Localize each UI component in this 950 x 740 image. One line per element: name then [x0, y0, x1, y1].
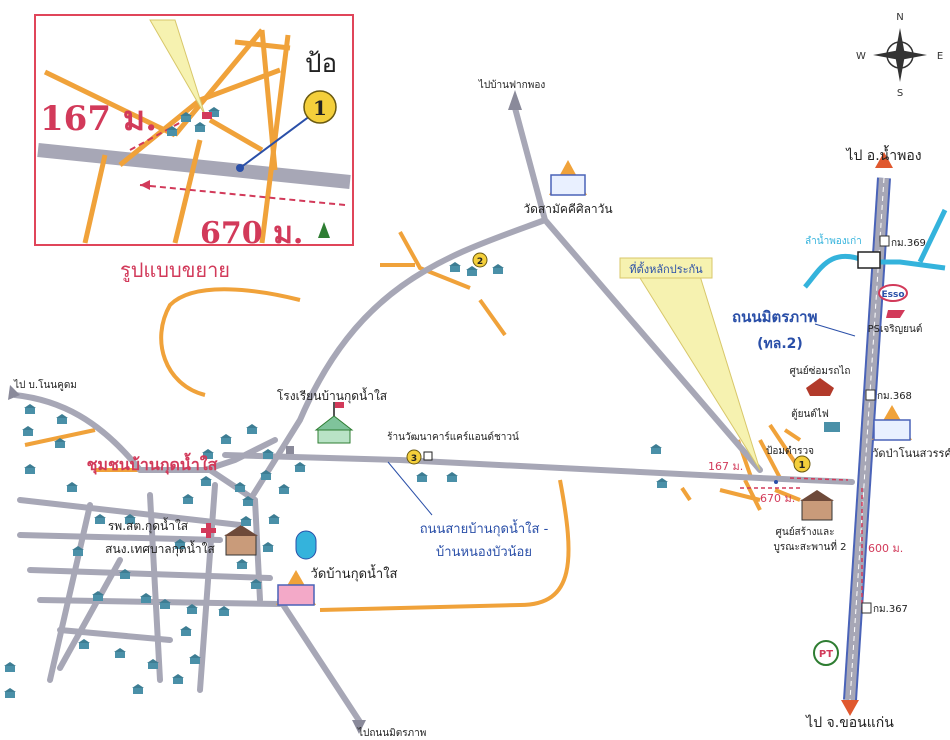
hospital-icon	[201, 523, 216, 538]
label-rebuild-center-1: ศูนย์สร้างและ	[776, 526, 835, 538]
arrow-non-muang-icon	[8, 385, 20, 400]
phone-booth-icon	[824, 422, 840, 432]
label-canal: ลำน้ำพองเก่า	[805, 233, 862, 247]
label-police-box: ป้อมตำรวจ	[766, 445, 814, 457]
municipality-icon	[224, 525, 258, 556]
label-municipality: สนง.เทศบาลกุดน้ำใส	[105, 540, 215, 557]
compass-south: S	[897, 88, 903, 99]
km367-icon	[861, 602, 872, 614]
label-wat-kud: วัดบ้านกุดน้ำใส	[311, 564, 398, 582]
tree-icon	[318, 222, 330, 238]
label-km367: กม.367	[873, 604, 908, 615]
temple-pa-icon	[872, 405, 912, 441]
label-km368: กม.368	[877, 391, 912, 402]
esso-logo: Esso	[878, 284, 908, 302]
inset-marker	[303, 90, 337, 124]
label-mittraphap: ถนนมิตรภาพ	[732, 308, 818, 326]
label-school: โรงเรียนบ้านกุดน้ำใส	[277, 387, 388, 404]
marker-2: 2	[472, 252, 488, 268]
map-labels: ไป อ.น้ำพอง ไป จ.ขอนแก่น ไปบ้านฟากพอง ไป…	[13, 79, 950, 739]
svg-text:2: 2	[477, 257, 483, 267]
svg-text:3: 3	[411, 454, 417, 464]
label-ps-shop: PSเจริญยนต์	[868, 323, 923, 335]
svg-text:Esso: Esso	[881, 290, 904, 300]
rebuild-center-icon	[800, 490, 834, 521]
label-wat-pa: วัดป่าโนนสวรรค์	[872, 446, 950, 460]
label-rebuild-center-2: บูรณะสะพานที่ 2	[773, 539, 846, 553]
pole-callout	[639, 275, 761, 471]
school-icon	[314, 402, 354, 444]
arrow-north-icon	[875, 152, 893, 168]
temple-sa-icon	[549, 160, 587, 196]
marker-3: 3	[406, 449, 422, 465]
label-service-center: ศูนย์ซ่อมรถไถ	[790, 365, 851, 377]
label-shop: ร้านวัฒนาคาร์แคร์แอนด์ชาวน์	[387, 431, 519, 443]
marker-1: 1	[793, 455, 811, 473]
inset-panel: 1 167 ม. 670 ม. ป้อ	[34, 14, 354, 251]
compass-east: E	[937, 51, 943, 62]
arrow-mittraphap-icon	[352, 720, 366, 734]
compass-north: N	[896, 12, 903, 23]
label-local-road-1: ถนนสายบ้านกุดน้ำใส -	[420, 519, 549, 537]
distance-670: 670 ม.	[760, 492, 795, 505]
distance-167: 167 ม.	[708, 460, 743, 473]
inset-marker-number: 1	[313, 96, 327, 120]
label-local-road-2: บ้านหนองบัวน้อย	[436, 545, 532, 560]
arrow-south-icon	[841, 700, 859, 716]
pond-icon	[295, 530, 317, 560]
pole-location-label: ที่ตั้งหลักประกัน	[629, 261, 703, 276]
label-to-fak-phong: ไปบ้านฟากพอง	[478, 79, 546, 91]
label-hospital: รพ.สต.กุดน้ำใส	[108, 517, 189, 534]
km369-icon	[879, 235, 890, 247]
label-to-non-muang: ไป บ.โนนคูดม	[13, 378, 77, 391]
label-km369: กม.369	[891, 238, 926, 249]
bridge-icon	[857, 251, 881, 269]
label-wat-sa: วัดสามัคคีศิลาวัน	[523, 202, 612, 216]
compass-west: W	[856, 51, 866, 62]
inset-distance-167: 167 ม.	[40, 99, 157, 139]
arrow-fak-phong-icon	[508, 90, 522, 110]
label-to-nam-phong: ไป อ.น้ำพอง	[845, 145, 921, 164]
distance-600: 600 ม.	[868, 542, 903, 555]
svg-text:1: 1	[799, 460, 806, 471]
tractor-icon	[806, 378, 834, 396]
inset-corner-text: ป้อ	[305, 49, 337, 79]
temple-kud-icon	[276, 570, 316, 606]
motorcycle-icon	[886, 310, 905, 318]
label-phone-booth: ตู้ยนต์ไฟ	[791, 408, 829, 420]
label-community: ชุมชนบ้านกุดน้ำใส	[87, 452, 218, 475]
pt-logo: PT	[813, 640, 839, 666]
label-to-khon-kaen: ไป จ.ขอนแก่น	[805, 714, 894, 731]
inset-caption: รูปแบบขยาย	[120, 258, 230, 283]
shop-icon	[423, 451, 433, 461]
compass-rose-icon: N S E W	[856, 12, 943, 99]
label-mittraphap-route: (ทล.2)	[757, 336, 803, 352]
label-to-mittraphap: ไปถนนมิตรภาพ	[357, 727, 426, 739]
small-building-icon	[286, 446, 294, 454]
svg-text:PT: PT	[819, 649, 833, 660]
km368-icon	[865, 389, 876, 401]
inset-distance-670: 670 ม.	[200, 216, 303, 251]
